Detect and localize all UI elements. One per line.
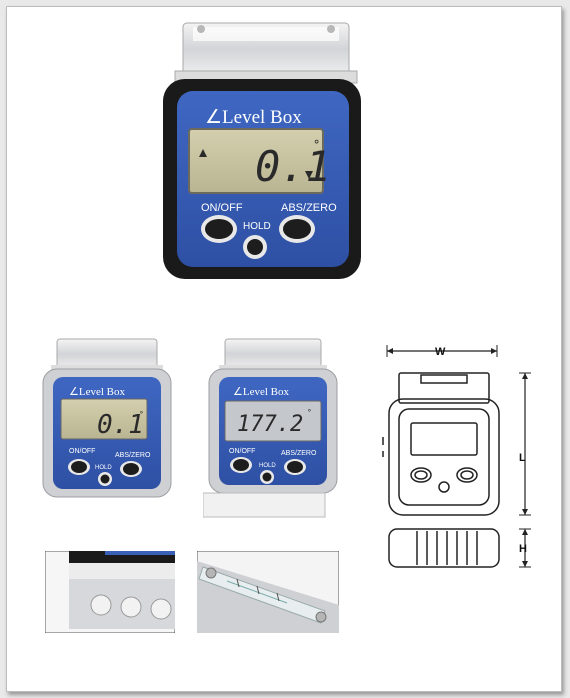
left-lcd-reading: 0.1 (97, 410, 144, 440)
width-label: W (435, 346, 446, 358)
dimension-drawing: W L (382, 345, 531, 568)
left-hold-label: HOLD (95, 465, 112, 471)
outline-side-view (388, 528, 500, 568)
detail-vial-image (197, 551, 339, 633)
brand-label: ∠Level Box (205, 107, 302, 128)
right-on-off-label: ON/OFF (229, 448, 255, 455)
left-on-off-label: ON/OFF (69, 448, 95, 455)
magnet-icon (150, 598, 172, 620)
right-hold-label: HOLD (259, 463, 276, 469)
main-product-image: ∠Level Box 0.1 ° ON/OFF ABS/ZERO HOLD (163, 22, 361, 279)
height-label: H (519, 543, 527, 555)
on-off-label: ON/OFF (201, 202, 243, 214)
detail-magnets-image (45, 551, 175, 633)
length-label: L (519, 452, 526, 464)
left-abs-zero-label: ABS/ZERO (115, 452, 151, 459)
right-abs-zero-label: ABS/ZERO (281, 450, 317, 457)
left-degree-symbol: ° (139, 410, 144, 419)
abs-zero-label: ABS/ZERO (281, 202, 337, 214)
degree-symbol: ° (313, 138, 320, 152)
top-vial-clamp (174, 22, 358, 84)
down-arrow-icon (305, 171, 313, 179)
screw-icon (315, 611, 327, 623)
lcd-reading: 0.1 (255, 142, 331, 191)
left-brand-label: ∠Level Box (69, 386, 125, 398)
page-frame: ∠Level Box 0.1 ° ON/OFF ABS/ZERO HOLD ∠L… (6, 6, 562, 692)
magnet-icon (120, 596, 142, 618)
screw-icon (205, 567, 217, 579)
hold-label: HOLD (243, 221, 271, 232)
right-variant-image: ∠Level Box 177.2 ° ON/OFF ABS/ZERO HOLD (203, 338, 338, 518)
right-brand-label: ∠Level Box (233, 386, 289, 398)
magnet-icon (90, 594, 112, 616)
magnetic-base (203, 492, 326, 518)
up-arrow-icon (199, 149, 207, 157)
lcd-display (188, 128, 324, 194)
right-lcd-reading: 177.2 (237, 412, 303, 437)
right-degree-symbol: ° (307, 408, 312, 417)
left-variant-image: ∠Level Box 0.1 ° ON/OFF ABS/ZERO HOLD (42, 338, 172, 498)
outline-device (382, 372, 500, 516)
